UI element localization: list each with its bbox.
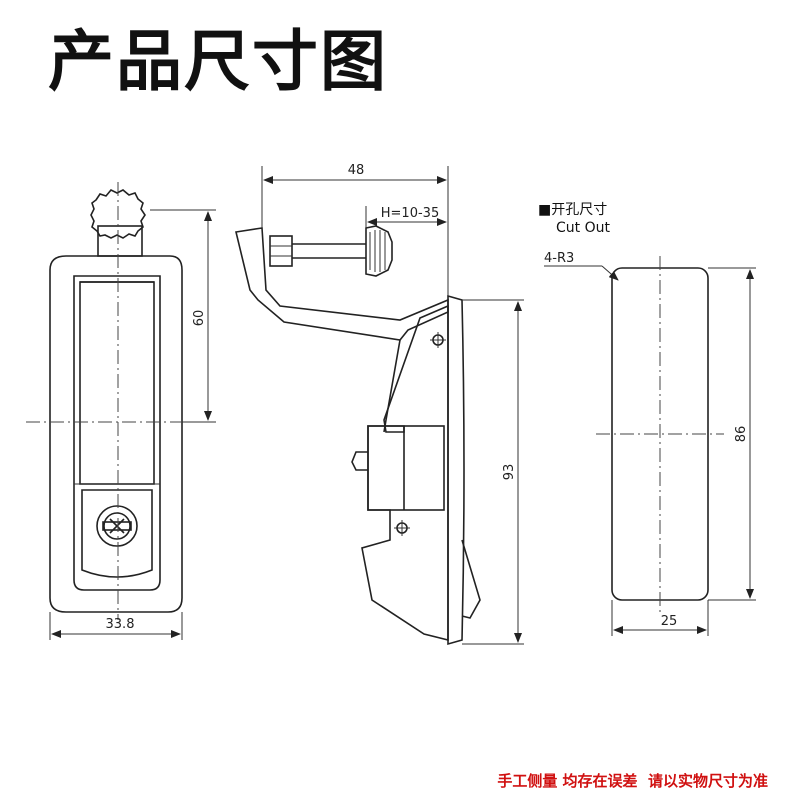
screw-icon-2 bbox=[394, 520, 410, 536]
side-view: 48 H=10-35 93 bbox=[235, 163, 524, 646]
front-width-label: 33.8 bbox=[106, 617, 135, 632]
side-grip-label: H=10-35 bbox=[381, 206, 439, 221]
front-view: 60 33.8 bbox=[26, 182, 216, 640]
side-mount-plate bbox=[447, 294, 465, 646]
cutout-height-label: 86 bbox=[734, 426, 749, 443]
page-title: 产品尺寸图 bbox=[48, 23, 388, 100]
footer-note: 手工侧量 均存在误差 请以实物尺寸为准 bbox=[497, 772, 768, 790]
front-body-outer bbox=[49, 255, 183, 613]
cutout-heading-cn: ■开孔尺寸 bbox=[538, 202, 607, 218]
side-body bbox=[361, 304, 449, 642]
cutout-heading-en: Cut Out bbox=[556, 220, 610, 236]
bolt-icon bbox=[269, 225, 393, 277]
lock-cylinder-icon bbox=[81, 489, 153, 578]
side-height-label: 93 bbox=[502, 464, 517, 481]
front-handle-inner bbox=[73, 275, 161, 591]
front-knob bbox=[90, 189, 146, 257]
side-top-label: 48 bbox=[348, 163, 365, 178]
front-height-label: 60 bbox=[192, 310, 207, 327]
cutout-width-label: 25 bbox=[661, 614, 678, 629]
cutout-view: ■开孔尺寸 Cut Out 4-R3 86 25 bbox=[538, 202, 756, 636]
screw-icon bbox=[430, 332, 446, 348]
cutout-radius-label: 4-R3 bbox=[544, 251, 574, 266]
